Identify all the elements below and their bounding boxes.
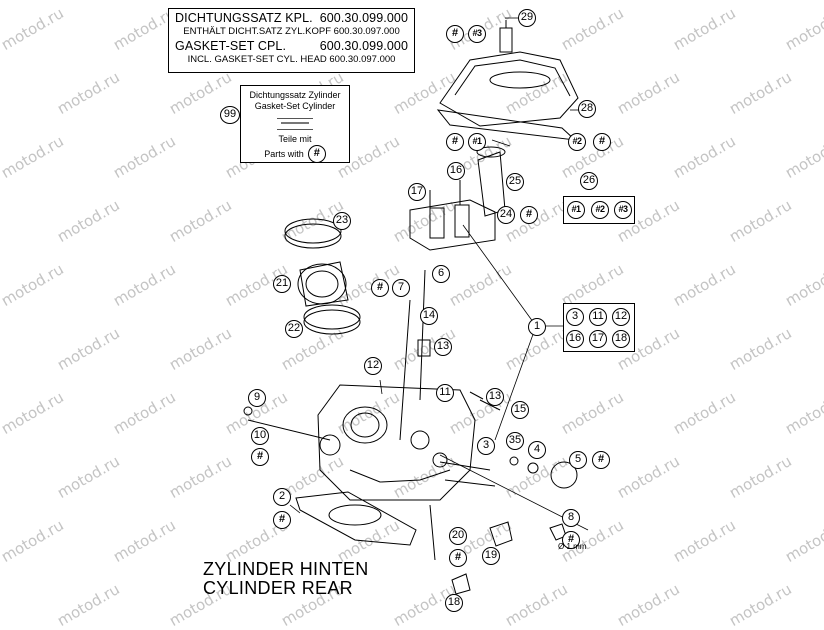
callout-hash3-29[interactable]: #3 xyxy=(468,25,486,43)
callout-17[interactable]: 17 xyxy=(408,183,426,201)
callout-group26-3[interactable]: #3 xyxy=(614,201,632,219)
gasket-kit-icon xyxy=(277,118,313,130)
callout-2[interactable]: 2 xyxy=(273,488,291,506)
callout-hash2-28[interactable]: #2 xyxy=(568,133,586,151)
title-en: CYLINDER REAR xyxy=(203,578,353,598)
intake-flange-drawing xyxy=(284,218,361,335)
callout-19[interactable]: 19 xyxy=(482,547,500,565)
gasket-set-de-includes: ENTHÄLT DICHT.SATZ ZYL.KOPF 600.30.097.0… xyxy=(183,26,400,37)
callout-group1-18[interactable]: 18 xyxy=(612,330,630,348)
callout-14[interactable]: 14 xyxy=(420,307,438,325)
parts-with-en: Parts with xyxy=(264,149,304,159)
callout-hash-top[interactable]: # xyxy=(446,133,464,151)
callout-15[interactable]: 15 xyxy=(511,401,529,419)
callout-hash-7[interactable]: # xyxy=(371,279,389,297)
hash-mark-callout[interactable]: # xyxy=(307,145,326,163)
callout-12[interactable]: 12 xyxy=(364,357,382,375)
gasket-set-box: DICHTUNGSSATZ KPL. 600.30.099.000 ENTHÄL… xyxy=(168,8,415,73)
callout-9[interactable]: 9 xyxy=(248,389,266,407)
callout-5[interactable]: 5 xyxy=(569,451,587,469)
callout-16[interactable]: 16 xyxy=(447,162,465,180)
callout-24[interactable]: 24 xyxy=(497,206,515,224)
callout-11[interactable]: 11 xyxy=(436,384,454,402)
callout-8[interactable]: 8 xyxy=(562,509,580,527)
callout-group1-11[interactable]: 11 xyxy=(589,308,607,326)
cylinder-gasket-de: Dichtungssatz Zylinder xyxy=(249,90,341,100)
title-de: ZYLINDER HINTEN xyxy=(203,559,369,579)
bolts-drawing xyxy=(243,391,578,595)
callout-21[interactable]: 21 xyxy=(273,275,291,293)
callout-group26-1[interactable]: #1 xyxy=(567,201,585,219)
gasket-set-en-label: GASKET-SET CPL. xyxy=(175,39,287,53)
callout-3[interactable]: 3 xyxy=(477,437,495,455)
callout-1[interactable]: 1 xyxy=(528,318,546,336)
callout-hash-28[interactable]: # xyxy=(593,133,611,151)
gasket-set-en-includes: INCL. GASKET-SET CYL. HEAD 600.30.097.00… xyxy=(187,54,396,65)
callout-13-lower[interactable]: 13 xyxy=(486,388,504,406)
callout-29[interactable]: 29 xyxy=(518,9,536,27)
diagram-title: ZYLINDER HINTEN CYLINDER REAR xyxy=(203,560,369,598)
callout-7[interactable]: 7 xyxy=(392,279,410,297)
callout-hash-24[interactable]: # xyxy=(520,206,538,224)
rocker-assembly-drawing xyxy=(409,146,506,251)
callout-hash-29[interactable]: # xyxy=(446,25,464,43)
parts-with-de: Teile mit xyxy=(278,134,312,144)
callout-13-upper[interactable]: 13 xyxy=(434,338,452,356)
cylinder-gasket-en: Gasket-Set Cylinder xyxy=(254,101,336,111)
callout-group1-12[interactable]: 12 xyxy=(612,308,630,326)
callout-6[interactable]: 6 xyxy=(432,265,450,283)
gasket-set-de-number: 600.30.099.000 xyxy=(319,11,408,25)
callout-10[interactable]: 10 xyxy=(251,427,269,445)
callout-4[interactable]: 4 xyxy=(528,441,546,459)
callout-hash-2[interactable]: # xyxy=(273,511,291,529)
callout-18[interactable]: 18 xyxy=(445,594,463,612)
callout-hash-5[interactable]: # xyxy=(592,451,610,469)
callout-hash-20[interactable]: # xyxy=(449,549,467,567)
callout-hash1-top[interactable]: #1 xyxy=(468,133,486,151)
cylinder-gasket-set-box: Dichtungssatz Zylinder Gasket-Set Cylind… xyxy=(240,85,350,163)
callout-99[interactable]: 99 xyxy=(220,106,240,124)
callout-25[interactable]: 25 xyxy=(506,173,524,191)
callout-group1-16[interactable]: 16 xyxy=(566,330,584,348)
callout-23[interactable]: 23 xyxy=(333,212,351,230)
callout-group1-3[interactable]: 3 xyxy=(566,308,584,326)
callout-group26-2[interactable]: #2 xyxy=(591,201,609,219)
callout-group1-17[interactable]: 17 xyxy=(589,330,607,348)
callout-hash-8[interactable]: # xyxy=(562,531,580,549)
gasket-set-de-label: DICHTUNGSSATZ KPL. xyxy=(175,11,313,25)
callout-20[interactable]: 20 xyxy=(449,527,467,545)
callout-28[interactable]: 28 xyxy=(578,100,596,118)
callout-26[interactable]: 26 xyxy=(580,172,598,190)
cylinder-head-drawing xyxy=(317,269,476,501)
gasket-set-en-number: 600.30.099.000 xyxy=(319,39,408,53)
head-gasket-drawing xyxy=(295,491,417,546)
callout-35[interactable]: 35 xyxy=(506,432,524,450)
callout-22[interactable]: 22 xyxy=(285,320,303,338)
dimension-note: Ø 1 mm xyxy=(558,542,587,551)
callout-hash-10[interactable]: # xyxy=(251,448,269,466)
